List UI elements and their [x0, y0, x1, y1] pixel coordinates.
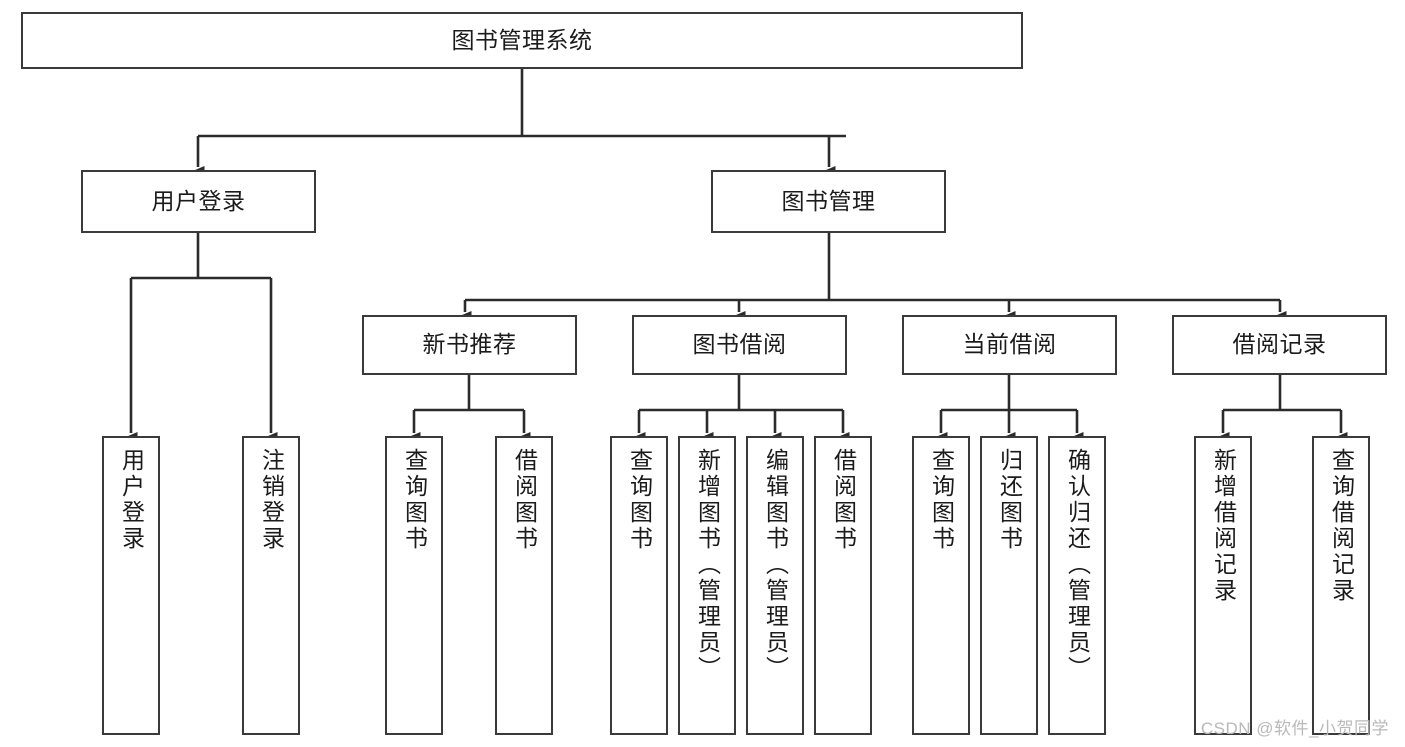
- node-current-borrow[interactable]: 当前借阅: [902, 315, 1117, 375]
- node-leaf-logout[interactable]: 注销登录: [242, 436, 300, 735]
- node-leaf-query-record-label: 查询借阅记录: [1328, 448, 1355, 604]
- node-book-manage-label: 图书管理: [781, 187, 876, 214]
- node-book-borrow-label: 图书借阅: [692, 331, 787, 358]
- node-book-manage[interactable]: 图书管理: [711, 170, 946, 233]
- node-leaf-add-record-label: 新增借阅记录: [1210, 448, 1237, 604]
- node-leaf-borrow-book-1[interactable]: 借阅图书: [495, 436, 553, 735]
- node-new-book-rec[interactable]: 新书推荐: [362, 315, 577, 375]
- node-leaf-edit-book-label: 编辑图书（管理员）: [762, 448, 789, 682]
- node-leaf-edit-book[interactable]: 编辑图书（管理员）: [746, 436, 804, 735]
- node-leaf-confirm-return-label: 确认归还（管理员）: [1064, 448, 1091, 682]
- node-leaf-query-book-1-label: 查询图书: [401, 448, 428, 552]
- node-leaf-query-book-2[interactable]: 查询图书: [610, 436, 668, 735]
- node-leaf-add-record[interactable]: 新增借阅记录: [1194, 436, 1252, 735]
- node-borrow-record[interactable]: 借阅记录: [1172, 315, 1387, 375]
- node-root-label: 图书管理系统: [451, 26, 593, 53]
- node-leaf-return-book-label: 归还图书: [996, 448, 1023, 552]
- node-leaf-query-book-3-label: 查询图书: [928, 448, 955, 552]
- node-leaf-confirm-return[interactable]: 确认归还（管理员）: [1048, 436, 1106, 735]
- node-leaf-borrow-book-1-label: 借阅图书: [511, 448, 538, 552]
- watermark: CSDN @软件_小贺同学: [1200, 719, 1389, 738]
- node-leaf-add-book-label: 新增图书（管理员）: [694, 448, 721, 682]
- node-leaf-query-book-1[interactable]: 查询图书: [385, 436, 443, 735]
- node-leaf-user-login[interactable]: 用户登录: [102, 436, 160, 735]
- node-user-login-label: 用户登录: [151, 187, 246, 214]
- node-leaf-borrow-book-2-label: 借阅图书: [830, 448, 857, 552]
- node-new-book-rec-label: 新书推荐: [422, 331, 517, 358]
- node-current-borrow-label: 当前借阅: [962, 331, 1057, 358]
- node-leaf-query-record[interactable]: 查询借阅记录: [1312, 436, 1370, 735]
- node-leaf-return-book[interactable]: 归还图书: [980, 436, 1038, 735]
- node-leaf-query-book-3[interactable]: 查询图书: [912, 436, 970, 735]
- node-book-borrow[interactable]: 图书借阅: [632, 315, 847, 375]
- node-leaf-logout-label: 注销登录: [258, 448, 285, 552]
- node-leaf-query-book-2-label: 查询图书: [626, 448, 653, 552]
- node-root[interactable]: 图书管理系统: [21, 12, 1023, 69]
- node-leaf-borrow-book-2[interactable]: 借阅图书: [814, 436, 872, 735]
- node-user-login[interactable]: 用户登录: [81, 170, 316, 233]
- node-borrow-record-label: 借阅记录: [1232, 331, 1327, 358]
- node-leaf-user-login-label: 用户登录: [118, 448, 145, 552]
- node-leaf-add-book[interactable]: 新增图书（管理员）: [678, 436, 736, 735]
